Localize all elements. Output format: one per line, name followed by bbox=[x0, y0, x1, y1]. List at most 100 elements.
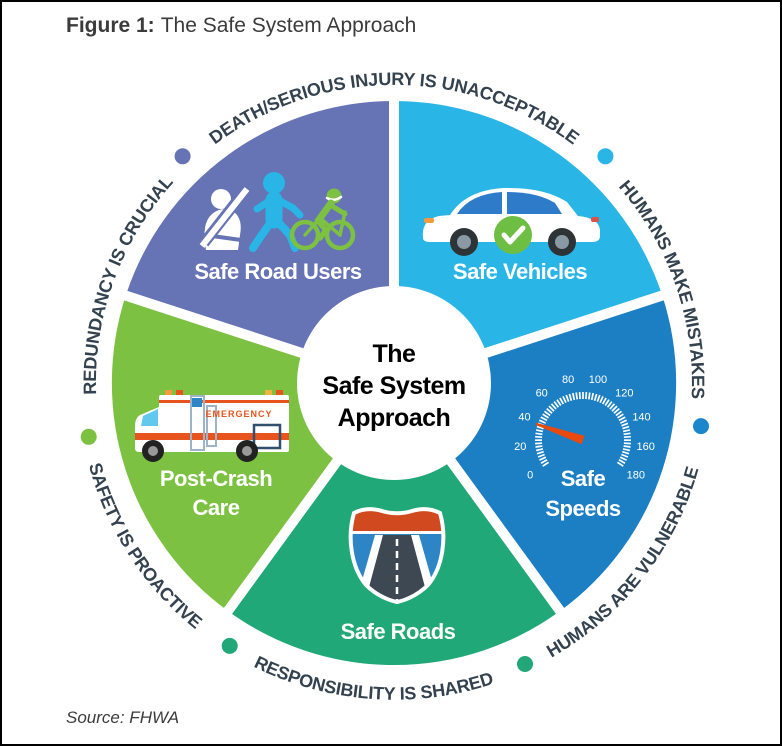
gauge-tick bbox=[585, 392, 588, 400]
gauge-tick bbox=[618, 459, 626, 464]
ambulance-windshield bbox=[141, 409, 158, 426]
gauge-tick-label: 160 bbox=[637, 441, 655, 453]
gauge-tick-label: 120 bbox=[615, 388, 633, 400]
separator-dot bbox=[693, 418, 709, 435]
gauge-tick bbox=[604, 399, 610, 406]
label-safe-road-users: Safe Road Users bbox=[194, 259, 362, 284]
gauge-tick bbox=[611, 405, 618, 412]
gauge-tick bbox=[536, 450, 544, 455]
shield-outline bbox=[348, 507, 446, 605]
gauge-tick bbox=[623, 442, 631, 445]
seatbelt-icon bbox=[199, 187, 250, 250]
gauge-tick bbox=[538, 419, 547, 424]
gauge-tick bbox=[587, 392, 591, 400]
safe-road-users-icons bbox=[199, 172, 356, 252]
gauge-tick bbox=[619, 419, 628, 424]
gauge-tick bbox=[537, 453, 545, 458]
gauge-tick bbox=[540, 459, 548, 464]
gauge-tick bbox=[536, 425, 544, 430]
car-taillight bbox=[591, 217, 599, 222]
label-safe-roads: Safe Roads bbox=[341, 619, 456, 644]
gauge-tick bbox=[535, 442, 543, 445]
gauge-tick bbox=[622, 450, 630, 455]
center-circle bbox=[297, 286, 491, 480]
gauge-tick bbox=[613, 407, 620, 414]
gauge-tick bbox=[615, 410, 623, 417]
gauge-tick bbox=[575, 392, 579, 400]
gauge-tick bbox=[606, 401, 613, 408]
gauge-tick bbox=[599, 396, 604, 404]
gauge-tick bbox=[601, 397, 607, 405]
label-post-crash-care-line2: Care bbox=[193, 495, 240, 520]
gauge-tick bbox=[535, 429, 544, 433]
gauge-tick bbox=[623, 435, 631, 439]
gauge-needle bbox=[535, 422, 585, 445]
source-text: Source: FHWA bbox=[66, 708, 179, 727]
label-safe-speeds-line1: Safe bbox=[561, 466, 606, 491]
label-safe-speeds-line2: Speeds bbox=[545, 496, 621, 521]
gauge-tick bbox=[622, 429, 631, 433]
gauge-tick bbox=[619, 456, 627, 461]
ambulance-box bbox=[159, 395, 289, 452]
car-windshield bbox=[457, 192, 502, 214]
separator-dot bbox=[80, 428, 97, 445]
figure-title-text: The Safe System Approach bbox=[161, 14, 417, 37]
gauge-tick bbox=[550, 403, 557, 410]
label-post-crash-care-line1: Post-Crash bbox=[160, 466, 272, 491]
figure-title: Figure 1:The Safe System Approach bbox=[66, 14, 416, 37]
gauge-tick bbox=[559, 397, 565, 405]
gauge-tick-label: 20 bbox=[514, 441, 526, 453]
gauge-tick bbox=[616, 461, 624, 467]
gauge-tick-label: 40 bbox=[518, 412, 530, 424]
gauge-tick bbox=[568, 393, 573, 401]
gauge-tick bbox=[618, 416, 626, 422]
car-rear-window bbox=[507, 192, 562, 214]
gauge-tick-label: 0 bbox=[527, 469, 533, 481]
separator-dot bbox=[517, 656, 533, 672]
gauge-tick-label: 60 bbox=[536, 388, 548, 400]
ambulance-icon: EMERGENCY bbox=[135, 390, 289, 462]
gauge-tick bbox=[622, 448, 631, 452]
center-title-line1: The bbox=[373, 340, 417, 368]
ambulance-emergency-text: EMERGENCY bbox=[205, 409, 272, 419]
gauge-tick bbox=[623, 445, 631, 448]
phrase-separator-dots bbox=[80, 148, 709, 672]
gauge-tick bbox=[621, 422, 629, 427]
interstate-shield-icon bbox=[348, 507, 446, 605]
shield-red-band bbox=[350, 509, 444, 531]
gauge-tick bbox=[596, 394, 601, 402]
center-title-line2: Safe System bbox=[322, 372, 465, 400]
gauge-tick bbox=[623, 432, 631, 436]
gauge-tick-label: 180 bbox=[627, 469, 645, 481]
gauge-tick bbox=[548, 405, 555, 412]
separator-dot bbox=[597, 148, 614, 165]
gauge-tick-label: 80 bbox=[562, 374, 574, 386]
gauge-tick bbox=[593, 393, 598, 401]
label-safe-vehicles: Safe Vehicles bbox=[453, 259, 587, 284]
separator-dot bbox=[221, 637, 238, 654]
car-headlight bbox=[424, 218, 434, 223]
gauge-tick bbox=[571, 392, 576, 401]
ambulance-door-line bbox=[190, 395, 205, 451]
gauge-tick bbox=[621, 453, 629, 458]
check-icon bbox=[494, 216, 532, 254]
gauge-tick-label: 100 bbox=[589, 374, 607, 386]
ambulance-rear-door bbox=[252, 423, 282, 450]
gauge-tick bbox=[539, 456, 547, 461]
gauge-tick bbox=[535, 445, 543, 448]
gauge-tick bbox=[546, 407, 553, 414]
gauge-tick bbox=[590, 392, 595, 401]
center-title-line3: Approach bbox=[338, 404, 451, 432]
wedge-group bbox=[101, 91, 687, 676]
gauge-tick bbox=[562, 396, 567, 404]
gauge-tick bbox=[543, 410, 551, 417]
gauge-tick bbox=[622, 425, 630, 430]
gauge-tick bbox=[553, 401, 560, 408]
gauge-tick bbox=[535, 432, 543, 436]
car-icon bbox=[422, 187, 600, 256]
gauge-tick bbox=[535, 448, 544, 452]
gauge-tick bbox=[565, 394, 570, 402]
gauge-tick bbox=[542, 413, 549, 419]
